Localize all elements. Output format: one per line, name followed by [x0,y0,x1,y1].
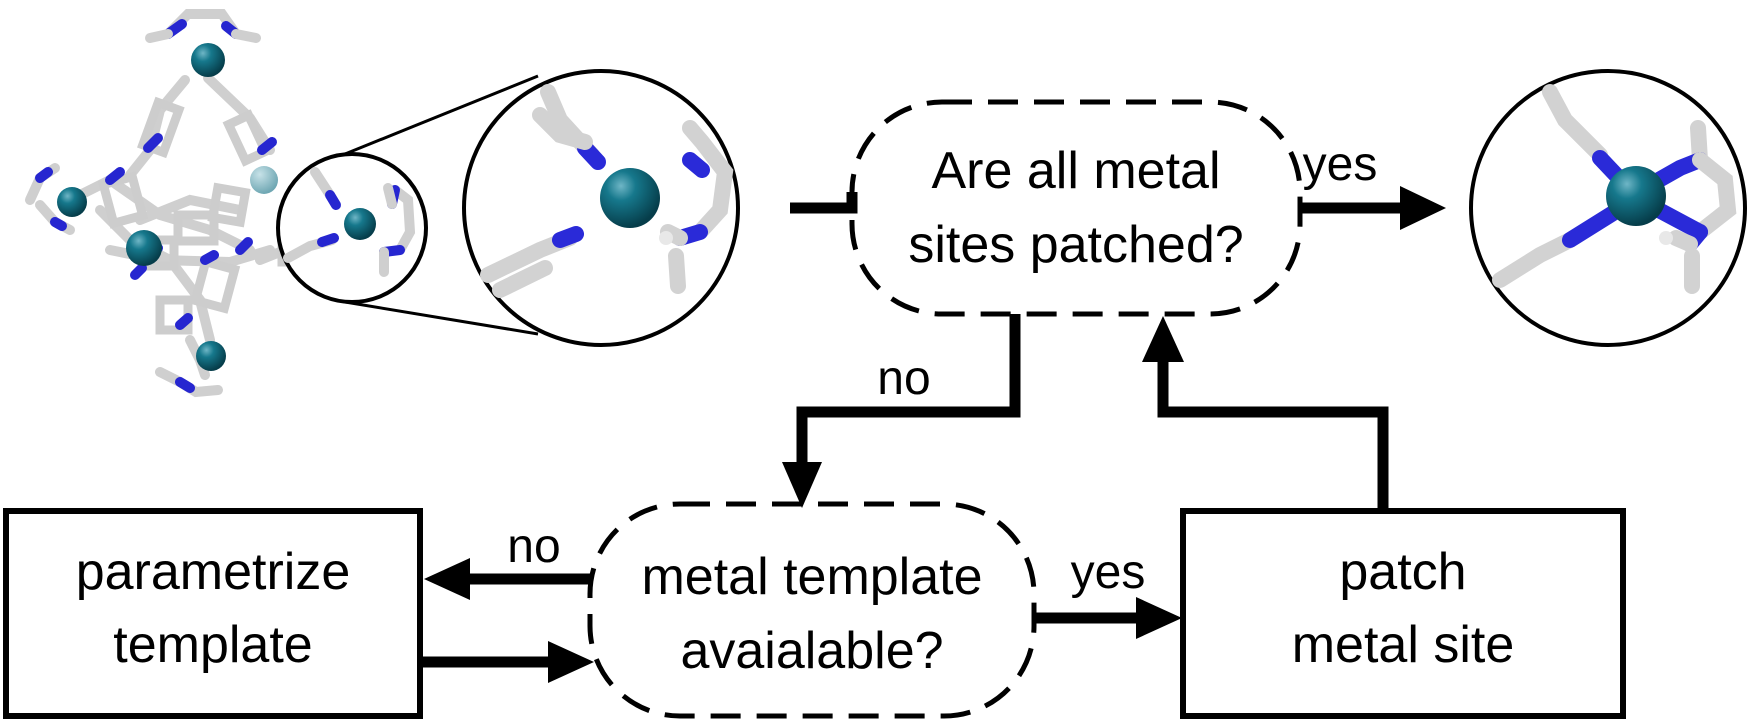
arrow-patch-to-decision [1142,316,1389,511]
decision-all-sites-patched-line1: Are all metal [932,142,1221,200]
label-yes-template: yes [1071,546,1146,599]
label-no-patched: no [877,352,930,405]
patch-line1: patch [1339,543,1466,601]
metal-site-magnifier [276,152,428,304]
arrow-parametrize-to-template [420,641,594,683]
decision-template-line2: avaialable? [680,622,943,680]
decision-all-sites-patched: Are all metal sites patched? [849,99,1303,317]
process-parametrize-template: parametrize template [3,508,423,719]
arrow-yes-to-patch: yes [1034,546,1182,639]
decision-all-sites-patched-line2: sites patched? [908,216,1243,274]
decision-template-available: metal template avaialable? [587,501,1037,719]
label-yes-patched: yes [1303,138,1378,191]
molecule-icon [25,9,323,398]
arrow-no-to-parametrize: no [424,520,590,600]
label-no-template: no [507,520,560,573]
zoom-line-top [344,74,539,156]
patched-site-zoom [1469,69,1747,347]
input-connector [790,192,858,214]
patch-line2: metal site [1292,616,1515,674]
zoom-line-bottom [344,300,539,336]
arrow-no-to-template: no [782,314,1021,508]
parametrize-line1: parametrize [76,543,351,601]
arrow-yes-to-patched: yes [1300,138,1446,230]
unpatched-site-zoom [462,69,740,347]
parametrize-line2: template [113,616,312,674]
decision-template-line1: metal template [641,548,982,606]
process-patch-metal-site: patch metal site [1180,508,1626,719]
